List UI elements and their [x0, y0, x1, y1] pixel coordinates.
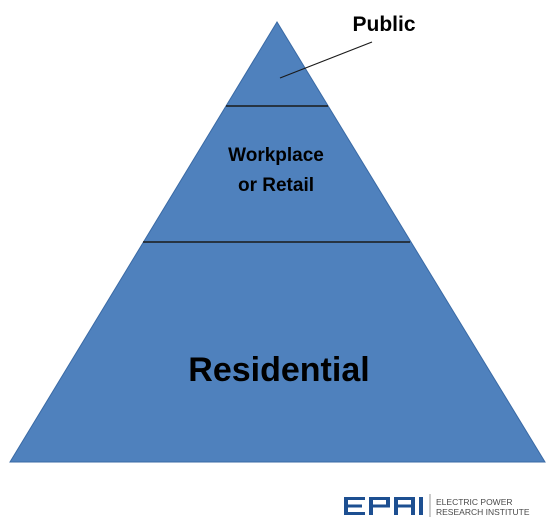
public-callout-line: [279, 41, 373, 79]
tier-label-workplace-line2: or Retail: [238, 175, 314, 196]
epri-logo-line2: RESEARCH INSTITUTE: [436, 507, 530, 517]
epri-logo: ELECTRIC POWER RESEARCH INSTITUTE: [344, 494, 530, 517]
tier-label-workplace-line1: Workplace: [228, 145, 324, 166]
epri-logo-line1: ELECTRIC POWER: [436, 497, 513, 507]
tier-label-public: Public: [352, 13, 415, 36]
tier-label-residential: Residential: [188, 351, 369, 389]
epri-logo-mark: [344, 497, 423, 515]
